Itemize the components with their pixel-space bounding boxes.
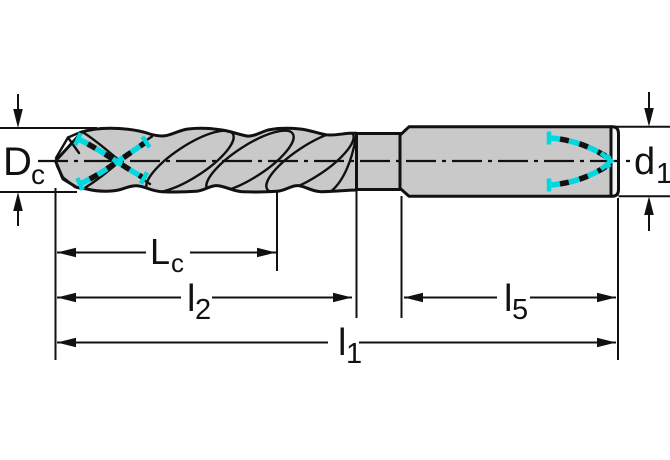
d1-top-arrowhead-icon: [644, 108, 654, 127]
label-d1-subscript: 1: [656, 158, 670, 190]
coolant-tick: [138, 171, 150, 185]
label-Dc: D: [3, 140, 32, 184]
coolant-x-arm-2-black: [78, 139, 148, 187]
coolant-v-arm-upper: [548, 135, 612, 162]
coolant-channel-exit-at-shank-end: [546, 131, 615, 192]
l1-right-arrowhead-icon: [597, 337, 616, 348]
label-l5: l: [504, 278, 512, 320]
coolant-exit-chevron-icon: [599, 151, 615, 171]
dimension-cutting-diameter: D c: [0, 94, 97, 226]
coolant-channel-cross-at-tip: [73, 132, 152, 191]
extension-lines: [54, 188, 619, 360]
dc-bottom-arrowhead-icon: [13, 192, 23, 211]
label-Dc-subscript: c: [31, 159, 45, 190]
tip-facet-edge-3: [55, 164, 77, 189]
label-l1-subscript: 1: [346, 338, 362, 370]
d1-bottom-arrowhead-icon: [644, 196, 654, 215]
l5-left-arrowhead-icon: [404, 292, 423, 303]
flute-runout-edge: [330, 135, 357, 192]
label-Lc-subscript: c: [171, 248, 184, 278]
dimension-l5: l 5: [404, 278, 616, 326]
coolant-tick: [73, 132, 83, 146]
coolant-tick: [140, 135, 152, 149]
l1-left-arrowhead-icon: [57, 337, 76, 348]
dimension-l2: l 2: [57, 278, 352, 326]
label-l2: l: [187, 278, 195, 320]
coolant-x-arm-1: [76, 136, 146, 181]
dimension-Lc: L c: [57, 231, 276, 278]
coolant-channels: [73, 131, 615, 192]
coolant-v-arm-lower: [548, 161, 612, 188]
l2-left-arrowhead-icon: [57, 292, 76, 303]
dimension-shank-diameter: d 1: [611, 92, 670, 231]
label-l2-subscript: 2: [195, 294, 211, 326]
tip-facets: [54, 130, 84, 189]
label-Lc: L: [150, 231, 170, 272]
flute-leaf-3: [265, 129, 355, 192]
coolant-x-arm-2: [78, 139, 148, 187]
coolant-x-arm-1-black: [76, 136, 146, 181]
label-d1: d: [634, 141, 655, 183]
lc-right-arrowhead-icon: [257, 247, 276, 258]
lc-left-arrowhead-icon: [57, 247, 76, 258]
dc-top-arrowhead-icon: [13, 109, 23, 128]
l2-right-arrowhead-icon: [333, 292, 352, 303]
l5-right-arrowhead-icon: [597, 292, 616, 303]
label-l1: l: [338, 322, 346, 364]
dimension-l1: l 1: [57, 322, 616, 370]
label-l5-subscript: 5: [512, 294, 528, 326]
coolant-tick: [75, 177, 85, 191]
tip-facet-edge-2: [66, 136, 81, 155]
